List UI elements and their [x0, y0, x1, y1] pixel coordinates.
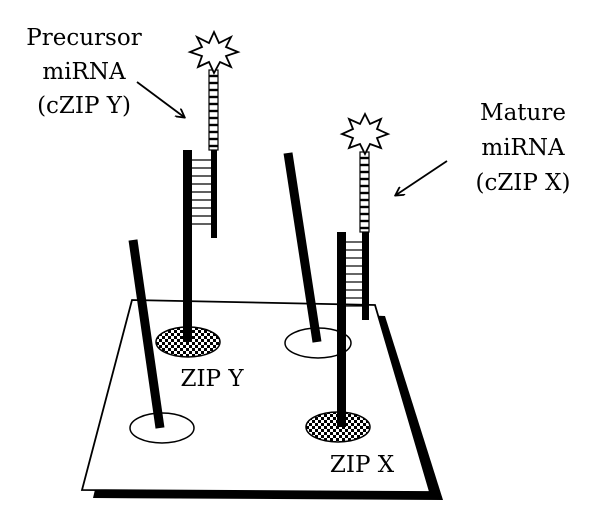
mature-label-line1: Mature — [480, 100, 566, 126]
mature-stem-dashes — [360, 156, 369, 230]
mature-mirna-strand — [362, 232, 369, 320]
unbound-probe-right — [283, 152, 322, 343]
zip-x-label: ZIP X — [330, 452, 395, 478]
probe-x-strand — [337, 232, 346, 427]
probe-y-complex — [183, 29, 241, 342]
mature-arrow — [396, 160, 448, 195]
precursor-arrow — [136, 81, 184, 117]
precursor-stem-dashes — [209, 74, 218, 148]
probe-y-strand — [183, 150, 192, 342]
fluorescent-label-starburst-y — [187, 29, 241, 76]
precursor-duplex-rungs — [192, 159, 211, 225]
mature-label-line2: miRNA — [481, 135, 565, 161]
zip-y-label: ZIP Y — [180, 366, 244, 392]
mature-duplex-rungs — [346, 241, 362, 307]
precursor-label-line3: (cZIP Y) — [37, 93, 131, 119]
probe-x-complex — [337, 111, 391, 427]
precursor-mirna-strand — [211, 150, 217, 238]
precursor-label-line1: Precursor — [26, 25, 141, 51]
precursor-label-line2: miRNA — [42, 59, 126, 85]
unbound-probe-left — [128, 239, 165, 429]
mature-label-line3: (cZIP X) — [475, 170, 570, 196]
fluorescent-label-starburst-x — [339, 111, 391, 157]
